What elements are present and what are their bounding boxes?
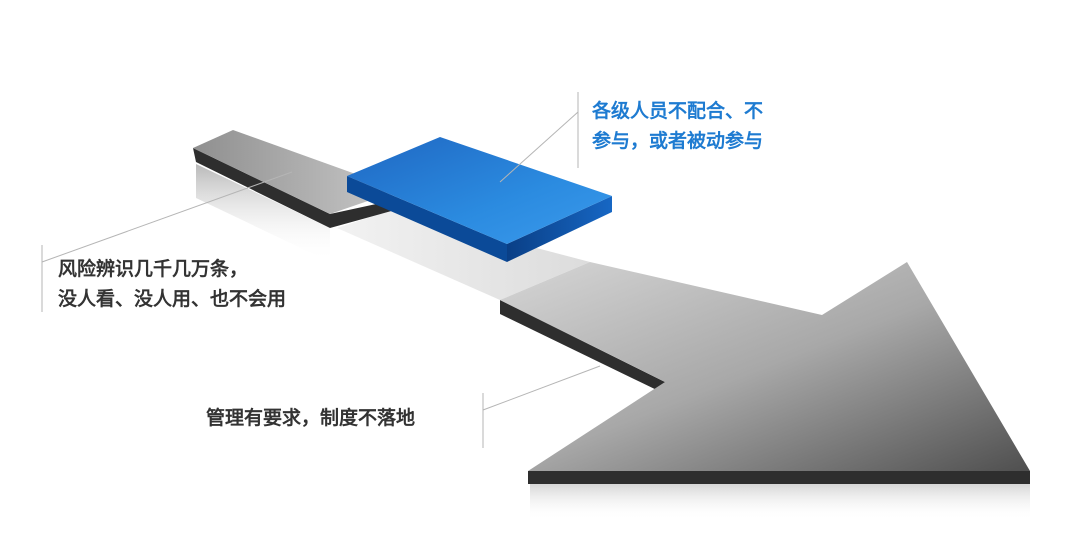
callout-left-line-1: 风险辨识几千几万条， xyxy=(58,258,249,280)
blue-block-side-edge xyxy=(507,196,612,262)
small-step-top xyxy=(193,130,400,214)
callout-top-line-2: 参与，或者被动参与 xyxy=(592,130,764,152)
callout-left-line-2: 没人看、没人用、也不会用 xyxy=(58,288,287,310)
blue-block-top xyxy=(347,137,612,244)
blue-block-front-edge xyxy=(347,176,507,262)
small-step-reflection xyxy=(196,164,330,262)
arrow-edge-bottom xyxy=(528,471,1030,484)
callout-top-line-1: 各级人员不配合、不 xyxy=(592,100,764,122)
path-gap-shadow xyxy=(337,210,590,300)
arrow-reflection xyxy=(530,484,1030,520)
callout-bottom: 管理有要求，制度不落地 xyxy=(206,403,415,433)
leader-line-top-diagonal xyxy=(499,111,579,183)
callout-top: 各级人员不配合、不 参与，或者被动参与 xyxy=(592,96,763,156)
callout-left: 风险辨识几千几万条， 没人看、没人用、也不会用 xyxy=(58,254,286,314)
leader-line-left-diagonal xyxy=(41,171,293,263)
leader-line-bottom-diagonal xyxy=(482,365,601,411)
arrow-top xyxy=(500,262,1030,471)
callout-bottom-line-1: 管理有要求，制度不落地 xyxy=(206,407,416,429)
arrow-edge-left xyxy=(500,300,665,394)
